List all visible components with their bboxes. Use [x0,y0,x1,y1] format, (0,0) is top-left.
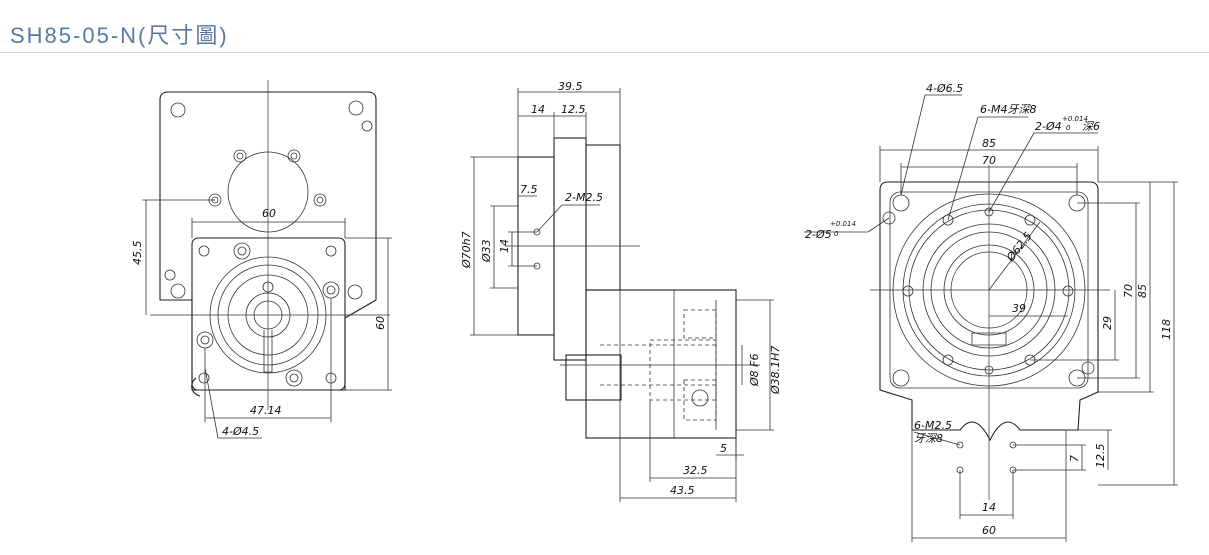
dim-2-m2-5: 2-M2.5 [565,191,603,204]
dim-6-m2-5: 6-M2.5 [914,419,952,432]
dim-2-4-tol0: 0 [1066,124,1071,132]
dim-6-m4: 6-M4牙深8 [980,103,1036,116]
front-view: 60 45.5 60 47.14 4-Ø4.5 [131,80,392,439]
dim-14-vertical: 14 [498,239,511,253]
dim-2-4-depth: 深6 [1082,120,1100,133]
dim-2-5: 2-Ø5 [805,228,832,241]
dim-12-5: 12.5 [561,103,586,116]
dim-47-14: 47.14 [250,404,282,417]
dim-70-top: 70 [982,154,996,167]
title-divider [0,52,1209,53]
dim-5: 5 [720,442,727,455]
dim-45-5: 45.5 [131,241,144,266]
dim-14: 14 [531,103,545,116]
dim-4-6-5: 4-Ø6.5 [926,82,963,95]
dim-39: 39 [1012,302,1026,315]
dim-38-1h7: Ø38.1H7 [769,346,782,395]
dim-2-5-tol0: 0 [834,230,839,238]
dim-39-5: 39.5 [558,80,583,93]
dim-29: 29 [1101,316,1114,330]
dim-85-right: 85 [1136,284,1149,298]
side-view: 39.5 14 12.5 7.5 2-M2.5 Ø70h7 Ø33 14 Ø8 … [460,80,782,502]
dim-60-right: 60 [374,316,387,330]
dim-7-5: 7.5 [520,183,538,196]
dim-6-m2-5-depth: 牙深8 [914,432,943,445]
dim-2-4-tol: +0.014 [1062,115,1088,123]
dim-118: 118 [1160,319,1173,340]
dim-2-5-tol: +0.014 [830,220,856,228]
dim-8f6: Ø8 F6 [748,354,761,387]
dim-85-top: 85 [982,137,996,150]
dim-2-4: 2-Ø4 [1035,120,1062,133]
dim-12-5: 12.5 [1094,444,1107,469]
dim-70-right: 70 [1122,284,1135,298]
dim-32-5: 32.5 [683,464,708,477]
dim-7: 7 [1068,455,1081,462]
dim-70h7: Ø70h7 [460,231,473,269]
dim-33: Ø33 [480,239,493,263]
dim-60: 60 [982,524,996,537]
page-title: SH85-05-N(尺寸圖) [10,23,229,48]
dim-14: 14 [982,501,996,514]
dim-hole-4-5: 4-Ø4.5 [222,425,259,438]
dim-60-top: 60 [262,207,276,220]
dim-43-5: 43.5 [670,484,695,497]
rear-view: 4-Ø6.5 6-M4牙深8 2-Ø4 +0.014 0 深6 85 70 2-… [804,82,1178,542]
